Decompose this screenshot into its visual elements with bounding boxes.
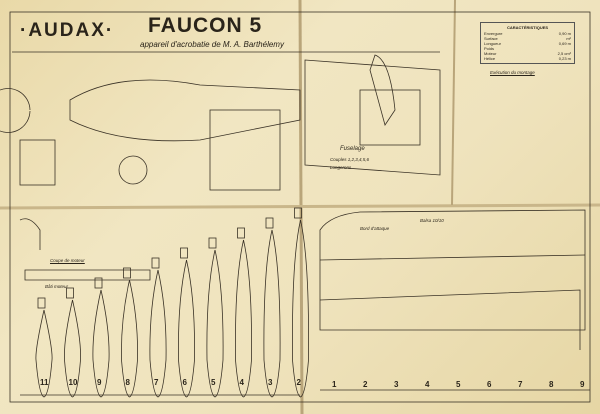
wing-rib bbox=[64, 299, 81, 398]
plan-subtitle: appareil d'acrobatie de M. A. Barthélemy bbox=[140, 40, 284, 49]
wheel bbox=[118, 155, 148, 185]
wing-trailing bbox=[319, 289, 581, 350]
wing-rib bbox=[206, 249, 224, 398]
fold-line bbox=[451, 0, 456, 206]
spec-label: Moteur bbox=[484, 51, 497, 56]
spec-label: Surface bbox=[484, 36, 498, 41]
engine-mount bbox=[24, 269, 151, 281]
wing-rib bbox=[292, 219, 309, 398]
rib-number: 5 bbox=[211, 378, 216, 387]
rib-number: 6 bbox=[182, 378, 187, 387]
station-number: 7 bbox=[518, 380, 523, 389]
specs-title: CARACTÉRISTIQUES bbox=[506, 25, 549, 30]
rib-number: 2 bbox=[296, 378, 301, 387]
spec-row: Hélice 0,23 m bbox=[484, 56, 571, 61]
couples-label: Couples 1,2,3,4,5,6 bbox=[330, 157, 370, 162]
brand-logo: ·AUDAX· bbox=[20, 20, 115, 41]
spec-row: Longueur 0,69 m bbox=[484, 41, 571, 46]
spec-row: Envergure 0,90 m bbox=[484, 31, 571, 36]
rib-number: 7 bbox=[154, 378, 159, 387]
fin bbox=[369, 54, 396, 126]
cowl bbox=[0, 88, 31, 133]
sheet-border bbox=[9, 11, 591, 403]
spec-label: Poids bbox=[484, 46, 495, 51]
wing-rib bbox=[149, 269, 167, 398]
spec-value: 0,90 m bbox=[558, 31, 571, 36]
longerons-label: Longerons bbox=[330, 165, 352, 170]
fold-line bbox=[0, 203, 600, 210]
fuselage-label: Fuselage bbox=[340, 146, 365, 152]
spar bbox=[319, 254, 586, 261]
wing-rib bbox=[35, 309, 53, 398]
wood-label: Balsa 10/10 bbox=[420, 218, 444, 223]
rib-tab bbox=[94, 277, 103, 289]
part bbox=[19, 218, 41, 250]
spec-value: 0,23 m bbox=[558, 56, 571, 61]
plan-title: FAUCON 5 bbox=[148, 14, 263, 37]
part-frame bbox=[359, 89, 421, 146]
station-number: 8 bbox=[549, 380, 554, 389]
rib-number: 10 bbox=[68, 378, 78, 387]
spec-label: Hélice bbox=[484, 56, 496, 61]
rib-number: 11 bbox=[40, 378, 49, 387]
rib-number: 9 bbox=[97, 378, 102, 387]
station-number: 6 bbox=[487, 380, 492, 389]
specs-box: CARACTÉRISTIQUES Envergure 0,90 m Surface m… bbox=[480, 22, 575, 64]
rib-tab bbox=[180, 247, 188, 259]
fuselage-rear bbox=[304, 59, 441, 176]
wing-rib bbox=[263, 229, 281, 398]
rib-number: 8 bbox=[125, 378, 130, 387]
spec-rows: Envergure 0,90 m Surface m² Longueur 0,69 m Po… bbox=[484, 31, 571, 61]
assembly-title: Exécution du montage bbox=[490, 70, 535, 75]
rib-tab bbox=[151, 257, 160, 269]
station-number: 9 bbox=[580, 380, 585, 389]
wing-rib bbox=[92, 289, 110, 398]
wing-rib bbox=[121, 279, 138, 398]
part-frame bbox=[19, 139, 56, 186]
rib-group bbox=[35, 207, 309, 398]
part-frame bbox=[209, 109, 281, 191]
rib-tab bbox=[123, 267, 131, 279]
spec-value: 0,69 m bbox=[558, 41, 571, 46]
rib-tab bbox=[265, 217, 274, 229]
rib-tab bbox=[66, 287, 74, 299]
fuselage-side bbox=[69, 79, 301, 142]
station-number: 4 bbox=[425, 380, 430, 389]
station-number: 3 bbox=[394, 380, 399, 389]
rib-tab bbox=[294, 207, 302, 219]
spec-row: Moteur 2,5 cm³ bbox=[484, 51, 571, 56]
ribs-label: Bâti moteur bbox=[45, 284, 69, 289]
spec-value: 2,5 cm³ bbox=[557, 51, 571, 56]
station-number: 2 bbox=[363, 380, 368, 389]
station-number: 5 bbox=[456, 380, 461, 389]
rib-tab bbox=[237, 227, 245, 239]
rib-tab bbox=[37, 297, 46, 309]
rib-tab bbox=[208, 237, 217, 249]
wing-core-label: Coupe de moteur bbox=[50, 258, 85, 263]
spec-value: m² bbox=[566, 36, 571, 41]
wing-plan bbox=[319, 209, 586, 331]
rib-number: 4 bbox=[239, 378, 244, 387]
spec-label: Longueur bbox=[484, 41, 501, 46]
wing-rib bbox=[178, 259, 195, 398]
leading-edge-label: Bord d'attaque bbox=[360, 226, 390, 231]
station-number: 1 bbox=[332, 380, 337, 389]
rib-number: 3 bbox=[268, 378, 273, 387]
spec-row: Poids bbox=[484, 46, 571, 51]
wing-rib bbox=[235, 239, 252, 398]
spec-row: Surface m² bbox=[484, 36, 571, 41]
spec-label: Envergure bbox=[484, 31, 503, 36]
